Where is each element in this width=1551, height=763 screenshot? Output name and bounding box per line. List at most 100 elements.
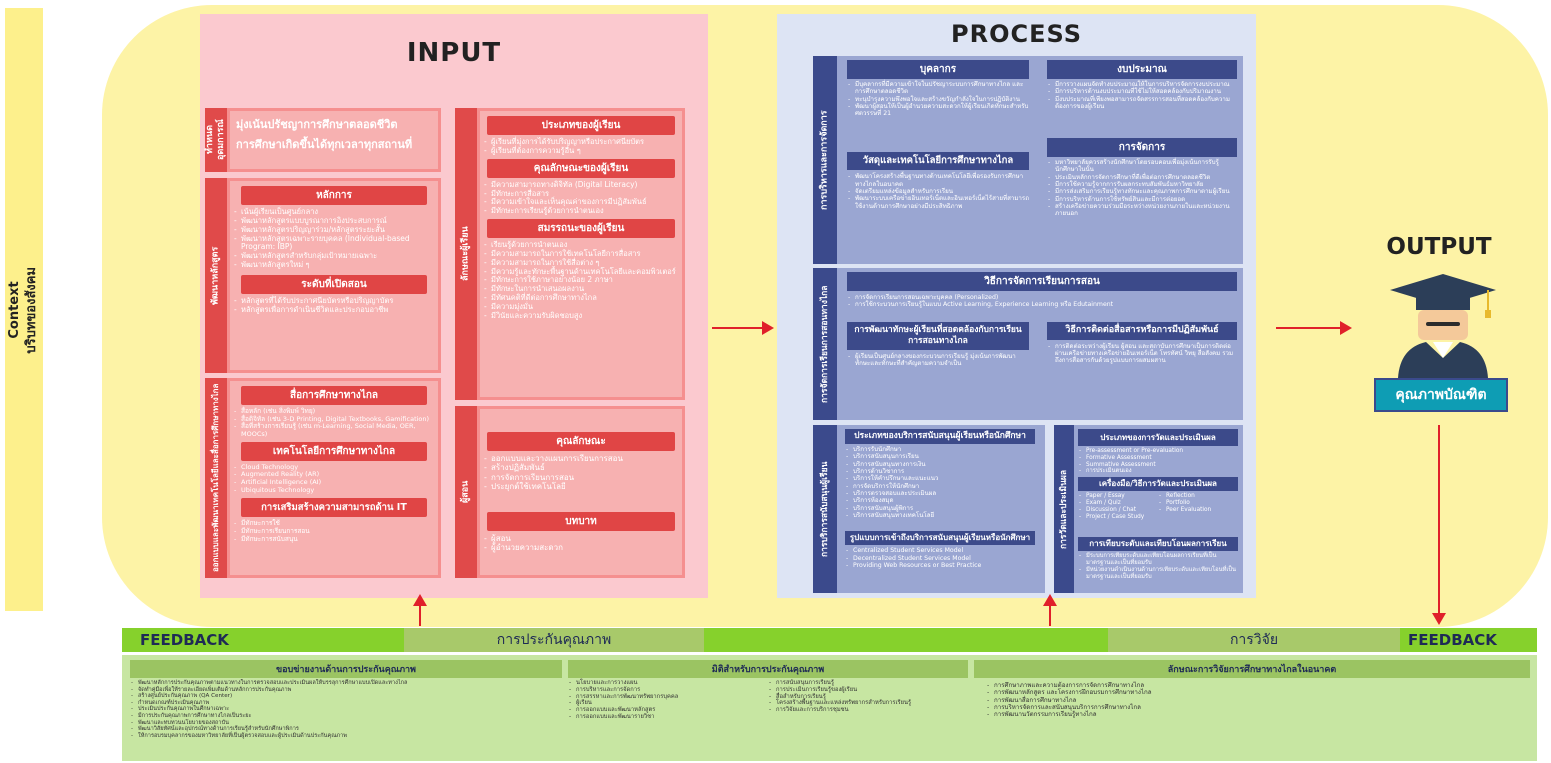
- list-item: มีความสามารถในการใช้เทคโนโลยีการสื่อสาร: [483, 249, 679, 259]
- management-list: มหาวิทยาลัยควรสร้างนักศึกษาโดยรอบคอบเพื่…: [1047, 159, 1237, 218]
- process-block-support: การบริการสนับสนุนผู้เรียน ประเภทของบริกา…: [813, 425, 1045, 593]
- process-side-label: การจัดการเรียนการสอนทางไกล: [813, 268, 837, 420]
- list-item: ทะนุบำรุงความพึงพอใจและสร้างขวัญกำลังใจใ…: [847, 96, 1029, 104]
- list-item: การสนับสนุนการเรียนรู้: [768, 680, 968, 687]
- list-item: Reflection: [1158, 493, 1238, 500]
- list-item: ให้การอบรมบุคลากรของมหาวิทยาลัยที่เป็นผู…: [130, 733, 562, 740]
- list-item: นโยบายและการวางแผน: [568, 680, 768, 687]
- list-item: จัดทำคู่มือเพื่อให้รายละเอียดเพิ่มเติมด้…: [130, 687, 562, 694]
- materials-list: พัฒนาโครงสร้างพื้นฐานทางด้านเทคโนโลยีเพื…: [847, 173, 1029, 210]
- list-item: สื่อที่สร้างการเรียนรู้ (เช่น m-Learning…: [233, 422, 435, 438]
- context-title: Context: [7, 281, 23, 339]
- list-item: ผู้อำนวยความสะดวก: [483, 543, 679, 553]
- learner-competency-list: เรียนรู้ด้วยการนำตนเอง มีความสามารถในการ…: [483, 240, 679, 321]
- list-item: การออกแบบและพัฒนาหลักสูตร: [568, 707, 768, 714]
- input-title: INPUT: [406, 38, 502, 68]
- list-item: มีความรู้และทักษะพื้นฐานด้านเทคโนโลยีและ…: [483, 267, 679, 277]
- section-header: การเสริมสร้างความสามารถด้าน IT: [241, 498, 427, 518]
- list-item: Pre-assessment or Pre-evaluation: [1078, 448, 1238, 455]
- list-item: มีการประกันคุณภาพการศึกษาทางไกลเป็นระยะ: [130, 713, 562, 720]
- list-item: พัฒนาระบบเครือข่ายอินเทอร์เน็ตและอินเทอร…: [847, 195, 1029, 210]
- list-item: มีทักษะการใช้ภาษาอย่างน้อย 2 ภาษา: [483, 276, 679, 286]
- qa-scope-column: ขอบข่ายงานด้านการประกันคุณภาพ พัฒนาหลักก…: [130, 660, 562, 739]
- methods-list: การจัดการเรียนการสอนเฉพาะบุคคล (Personal…: [847, 294, 1237, 309]
- research-list: การศึกษาภาพและความต้องการการจัดการศึกษาท…: [974, 682, 1530, 719]
- qa-dimensions-list-left: นโยบายและการวางแผน การบริหารและการจัดการ…: [568, 680, 768, 721]
- list-item: สร้างเครือข่ายความร่วมมือระหว่างหน่วยงาน…: [1047, 203, 1237, 218]
- list-item: การจัดการเรียนการสอนเฉพาะบุคคล (Personal…: [847, 294, 1237, 302]
- list-item: การใช้กระบวนการเรียนรู้ในแบบ Active Lear…: [847, 301, 1237, 309]
- research-column: ลักษณะการวิจัยการศึกษาทางไกลในอนาคต การศ…: [974, 660, 1530, 719]
- list-item: มุ่งเน้นปรัชญาการศึกษาตลอดชีวิต: [236, 118, 398, 131]
- list-item: Paper / Essay: [1078, 493, 1158, 500]
- list-item: ออกแบบและวางแผนการเรียนการสอน: [483, 454, 679, 464]
- list-item: Peer Evaluation: [1158, 507, 1238, 514]
- list-item: เรียนรู้ด้วยการนำตนเอง: [483, 240, 679, 250]
- process-title: PROCESS: [951, 20, 1082, 48]
- list-item: บริการสนับสนุนทางเทคโนโลยี: [845, 512, 1035, 520]
- list-item: สื่อหลัก (เช่น สิ่งพิมพ์ วิทยุ): [233, 407, 435, 416]
- list-item: มีการวางแผนจัดทำงบประมาณให้ในการบริหารจั…: [1047, 81, 1237, 89]
- list-item: บริการรับนักศึกษา: [845, 446, 1035, 454]
- tools-list-left: Paper / Essay Exam / Quiz Discussion / C…: [1078, 493, 1158, 520]
- list-item: พัฒนาโครงสร้างพื้นฐานทางด้านเทคโนโลยีเพื…: [847, 173, 1029, 188]
- input-row-instructors: ผู้สอน คุณลักษณะ ออกแบบและวางแผนการเรียน…: [455, 406, 685, 578]
- arrow-process-to-output: [1276, 321, 1352, 335]
- list-item: มีหน่วยงานดำเนินงานด้านการเทียบระดับและเ…: [1078, 567, 1238, 581]
- budget-list: มีการวางแผนจัดทำงบประมาณให้ในการบริหารจั…: [1047, 81, 1237, 110]
- list-item: การสรรหาและการพัฒนาทรัพยากรบุคคล: [568, 694, 768, 701]
- section-header: มิติสำหรับการประกันคุณภาพ: [568, 660, 968, 678]
- section-header: ประเภทของผู้เรียน: [487, 116, 675, 135]
- list-item: หลักสูตรที่ได้รับประกาศนียบัตรหรือปริญญา…: [233, 296, 435, 306]
- list-item: มีทักษะในการนำเสนอผลงาน: [483, 284, 679, 294]
- list-item: Formative Assessment: [1078, 455, 1238, 462]
- list-item: การศึกษาภาพและความต้องการการจัดการศึกษาท…: [986, 682, 1530, 690]
- list-item: Augmented Reality (AR): [233, 471, 435, 479]
- support-types-list: บริการรับนักศึกษา บริการสนับสนุนการเรียน…: [845, 446, 1035, 519]
- section-header: สื่อการศึกษาทางไกล: [241, 386, 427, 405]
- list-item: มีทักษะการสื่อสาร: [483, 189, 679, 199]
- section-header: ลักษณะการวิจัยการศึกษาทางไกลในอนาคต: [974, 660, 1530, 678]
- list-item: บริการด้านวิชาการ: [845, 468, 1035, 476]
- list-item: มีงบประมาณที่เพียงพอสามารถจัดสรรการสอนที…: [1047, 96, 1237, 111]
- list-item: การจัดบริการให้นักศึกษา: [845, 483, 1035, 491]
- list-item: มีการใช้ความรู้จากการรับผลกระทบสัมพันธ์ม…: [1047, 181, 1237, 189]
- list-item: มหาวิทยาลัยควรสร้างนักศึกษาโดยรอบคอบเพื่…: [1047, 159, 1237, 174]
- list-item: ผู้เรียน: [568, 700, 768, 707]
- context-label: Context บริบทของสังคม: [5, 250, 43, 370]
- section-header: คุณลักษณะของผู้เรียน: [487, 158, 675, 178]
- list-item: Project / Case Study: [1078, 514, 1158, 521]
- list-item: สร้างปฏิสัมพันธ์: [483, 463, 679, 473]
- feedback-left: FEEDBACK: [140, 631, 229, 649]
- section-header: การเทียบระดับและเทียบโอนผลการเรียน: [1078, 537, 1238, 552]
- list-item: บริการสนับสนุนการเรียน: [845, 453, 1035, 461]
- list-item: Decentralized Student Services Model: [845, 555, 1035, 563]
- feedback-right: FEEDBACK: [1408, 631, 1497, 649]
- list-item: การบริหารและการจัดการ: [568, 687, 768, 694]
- section-header: การจัดการ: [1047, 138, 1237, 157]
- list-item: มีการบริหารด้านการใช้ทรัพย์สินและมีการต่…: [1047, 196, 1237, 204]
- arrow-feedback-to-process: [1043, 594, 1057, 626]
- list-item: มีวินัยและความรับผิดชอบสูง: [483, 311, 679, 321]
- list-item: พัฒนาผู้สอนให้เป็นผู้อำนวยความสะดวกให้ผู…: [847, 103, 1029, 118]
- list-item: มีบุคลากรที่มีความเข้าใจในปรัชญาระบบการศ…: [847, 81, 1029, 96]
- input-row-learners: ลักษณะผู้เรียน ประเภทของผู้เรียน ผู้เรีย…: [455, 108, 685, 400]
- list-item: การจัดการเรียนการสอน: [483, 473, 679, 483]
- input-row-curriculum: พัฒนาหลักสูตร หลักการ เน้นผู้เรียนเป็นศู…: [205, 178, 441, 373]
- list-item: การพัฒนาหลักสูตร และโครงการฝึกอบรมการศึก…: [986, 689, 1530, 697]
- it-list: มีทักษะการใช้ มีทักษะการเรียนการสอน มีทั…: [233, 520, 435, 543]
- list-item: มีทักษะการสนับสนุน: [233, 535, 435, 544]
- input-row-side-label: พัฒนาหลักสูตร: [205, 178, 227, 373]
- section-header: รูปแบบการเข้าถึงบริการสนับสนุนผู้เรียนหร…: [845, 531, 1035, 546]
- arrow-output-to-feedback: [1432, 425, 1446, 625]
- list-item: พัฒนาหลักสูตรใหม่ ๆ: [233, 260, 435, 270]
- list-item: ผู้สอน: [483, 534, 679, 544]
- qa-banner: การประกันคุณภาพ: [404, 628, 704, 652]
- list-item: การประเมินการเรียนรู้ของผู้เรียน: [768, 687, 968, 694]
- list-item: ประยุกต์ใช้เทคโนโลยี: [483, 482, 679, 492]
- section-header: หลักการ: [241, 186, 427, 205]
- list-item: บริการตรวจสอบและประเมินผล: [845, 490, 1035, 498]
- list-item: พัฒนาหลักสูตรสำหรับกลุ่มเป้าหมายเฉพาะ: [233, 251, 435, 261]
- qa-label: การประกันคุณภาพ: [496, 632, 612, 648]
- input-row-side-label: ลักษณะผู้เรียน: [455, 108, 477, 400]
